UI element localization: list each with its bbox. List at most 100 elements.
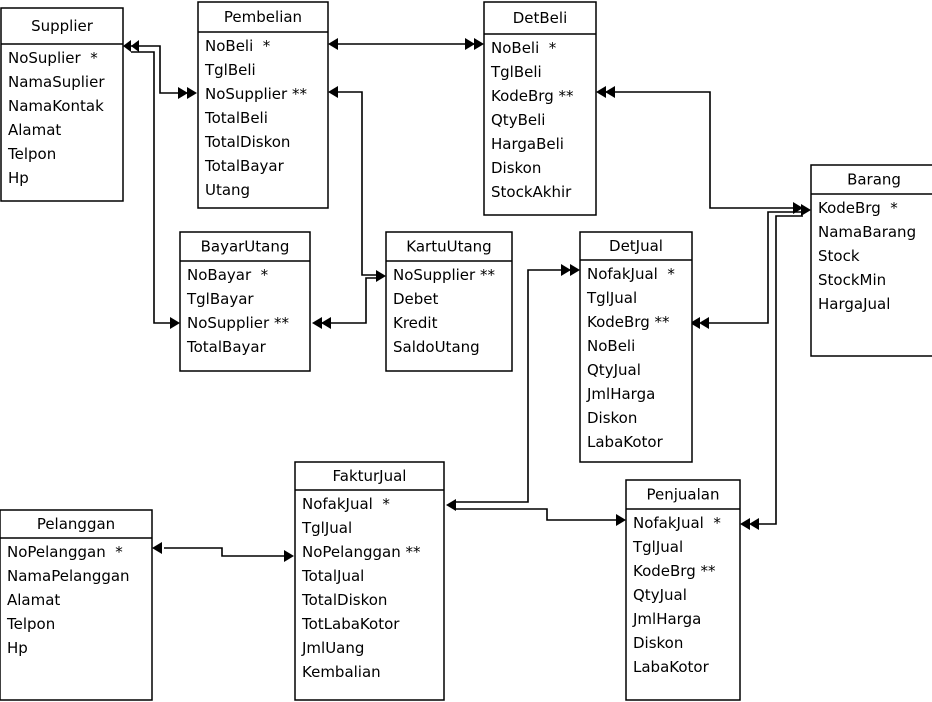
detjual-field: NofakJual *: [587, 265, 675, 283]
penjualan-box: [625, 479, 741, 701]
supplier-field: Alamat: [8, 121, 61, 139]
detjual-box: [579, 231, 693, 463]
arrow-barang-kodebrg-2: [801, 204, 811, 216]
arrow-penjualan-nofakjual: [616, 514, 626, 526]
arrow-penjualan-kodebrg: [740, 518, 750, 530]
arrow-pembelian-from-kartu: [328, 86, 338, 98]
barang-box: [810, 164, 932, 357]
kartuutang-box: [385, 231, 513, 372]
fakturjual-field: NofakJual *: [302, 495, 390, 513]
arrow-detjual-kodebrg: [690, 317, 700, 329]
pembelian-box: [197, 1, 329, 209]
arrow-pembelian-nobeli: [328, 38, 338, 50]
pembelian-field: Utang: [205, 181, 250, 199]
pelanggan-title: Pelanggan: [37, 515, 115, 533]
detjual-field: LabaKotor: [587, 433, 664, 451]
bayarutang-field: TotalBayar: [186, 338, 267, 356]
penjualan-field: JmlHarga: [632, 610, 701, 628]
fakturjual-field: TglJual: [301, 519, 352, 537]
arrow-detbeli-nobeli-2: [474, 38, 484, 50]
arrow-kartuutang-nosupplier: [376, 270, 386, 282]
pembelian-title: Pembelian: [224, 8, 302, 26]
rel-detbeli-barang: [604, 91, 802, 209]
detbeli-field: KodeBrg **: [491, 87, 574, 105]
arrow-fakturjual-nopelanggan: [284, 550, 294, 562]
rel-pembelian-kartuutang: [336, 91, 377, 276]
pembelian-field: TotalDiskon: [204, 133, 290, 151]
arrow-barang-kodebrg: [793, 202, 803, 214]
detbeli-field: Diskon: [491, 159, 541, 177]
supplier-box: [0, 7, 124, 202]
supplier-title: Supplier: [31, 17, 94, 35]
arrow-detbeli-kodebrg: [596, 86, 606, 98]
arrow-detjual-nofakjual: [561, 264, 571, 276]
fakturjual-field: TotLabaKotor: [301, 615, 400, 633]
penjualan-field: KodeBrg **: [633, 562, 716, 580]
kartuutang-field: NoSupplier **: [393, 266, 495, 284]
barang-field: Stock: [818, 247, 860, 265]
penjualan-field: Diskon: [633, 634, 683, 652]
relationships: [131, 43, 803, 557]
penjualan-field: LabaKotor: [633, 658, 710, 676]
arrow-bayarutang-from-supplier: [170, 317, 180, 329]
detbeli-box: [483, 1, 597, 216]
supplier-field: NoSuplier *: [8, 49, 98, 67]
rel-fakturjual-detjual: [454, 269, 570, 503]
detbeli-field: HargaBeli: [491, 135, 564, 153]
fakturjual-box: [294, 461, 445, 701]
detbeli-field: QtyBeli: [491, 111, 545, 129]
arrow-pembelian-nosupplier: [178, 87, 188, 99]
detjual-field: QtyJual: [587, 361, 641, 379]
detjual-field: NoBeli: [587, 337, 635, 355]
pelanggan-field: Telpon: [6, 615, 55, 633]
barang-field: HargaJual: [818, 295, 890, 313]
bayarutang-box: [179, 231, 311, 372]
fakturjual-field: TotalDiskon: [301, 591, 387, 609]
detjual-title: DetJual: [609, 237, 663, 255]
rel-supplier-pembelian: [131, 45, 190, 94]
fakturjual-field: JmlUang: [301, 639, 364, 657]
supplier-field: NamaSuplier: [8, 73, 105, 91]
pembelian-field: NoSupplier **: [205, 85, 307, 103]
penjualan-field: TglJual: [632, 538, 683, 556]
supplier-field: NamaKontak: [8, 97, 104, 115]
rel-kartuutang-bayarutang: [320, 277, 377, 324]
arrow-bayarutang-from-kartu-2: [321, 317, 331, 329]
barang-field: NamaBarang: [818, 223, 916, 241]
pembelian-field: NoBeli *: [205, 37, 271, 55]
kartuutang-field: Debet: [393, 290, 439, 308]
rel-barang-detjual: [706, 211, 803, 324]
detjual-field: Diskon: [587, 409, 637, 427]
detbeli-title: DetBeli: [513, 9, 568, 27]
penjualan-title: Penjualan: [647, 486, 720, 504]
arrow-detjual-nofakjual-2: [570, 264, 580, 276]
arrow-supplier-left: [123, 40, 131, 52]
bayarutang-field: NoBayar *: [187, 266, 269, 284]
supplier-field: Hp: [8, 169, 29, 187]
fakturjual-field: Kembalian: [302, 663, 381, 681]
detbeli-field: NoBeli *: [491, 39, 557, 57]
detbeli-field: TglBeli: [490, 63, 542, 81]
supplier-field: Telpon: [7, 145, 56, 163]
detjual-field: KodeBrg **: [587, 313, 670, 331]
barang-title: Barang: [847, 171, 901, 189]
pelanggan-field: NamaPelanggan: [7, 567, 130, 585]
pelanggan-box: [0, 509, 153, 701]
arrow-pelanggan-nopelanggan: [152, 542, 162, 554]
relationship-arrows: [123, 38, 811, 562]
arrow-detbeli-nobeli: [465, 38, 475, 50]
rel-supplier-bayarutang: [131, 51, 172, 324]
penjualan-field: NofakJual *: [633, 514, 721, 532]
arrow-pembelian-nosupplier-2: [187, 87, 197, 99]
